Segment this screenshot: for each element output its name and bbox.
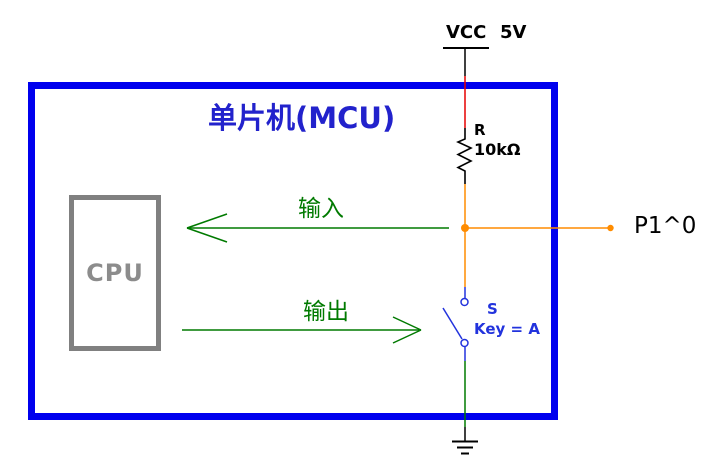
cpu-label: CPU <box>86 259 144 287</box>
pin-node-dot-icon <box>607 224 614 232</box>
resistor-designator: R <box>474 121 486 139</box>
pin-name-label: P1^0 <box>634 213 697 239</box>
output-arrow-icon <box>182 316 422 344</box>
mcu-title: 单片机(MCU) <box>208 101 396 135</box>
switch-terminal-bottom-icon <box>460 338 469 348</box>
input-signal-label: 输入 <box>298 196 344 222</box>
switch-blade-icon <box>442 307 463 340</box>
switch-terminal-top-icon <box>460 297 469 307</box>
mcu-boundary-box <box>28 82 558 420</box>
input-arrow-icon <box>186 213 449 243</box>
resistor-value: 10kΩ <box>474 140 521 159</box>
cpu-block: CPU <box>69 195 161 351</box>
output-signal-label: 输出 <box>303 299 349 325</box>
vcc-voltage-label: 5V <box>500 22 527 43</box>
switch-key-label: Key = A <box>474 320 540 338</box>
resistor-zigzag-icon <box>456 128 473 184</box>
switch-designator: S <box>487 300 498 318</box>
vcc-net-label: VCC <box>446 22 487 43</box>
ground-icon <box>452 440 478 455</box>
